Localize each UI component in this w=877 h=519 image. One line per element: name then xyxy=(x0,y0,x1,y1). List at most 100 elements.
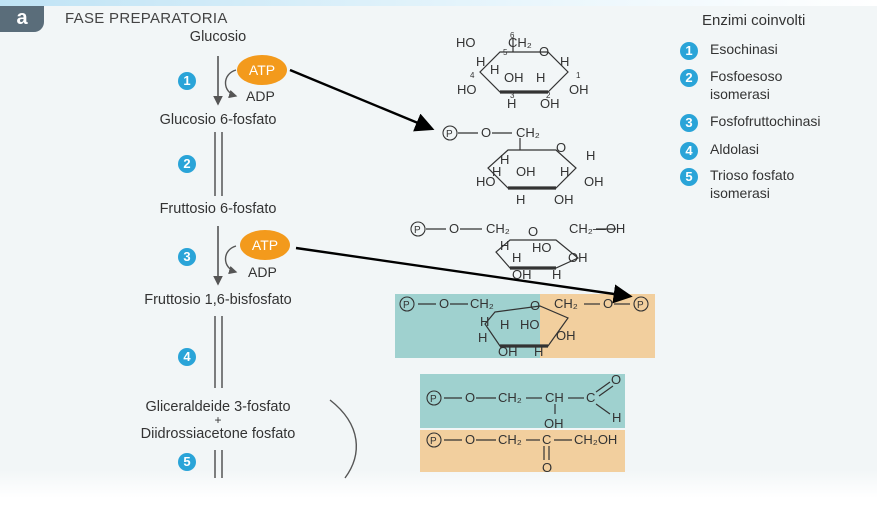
glc-h-c4: H xyxy=(490,62,499,77)
g3p-o: O xyxy=(465,390,475,405)
adp-label-2: ADP xyxy=(248,264,277,280)
g3p-p: P xyxy=(430,394,437,405)
step-5-badge: 5 xyxy=(178,453,196,471)
compound-glucose: Glucosio xyxy=(189,29,247,45)
f6p-h-bottom: H xyxy=(552,267,561,282)
bottom-fade xyxy=(0,470,877,498)
glc-c5-num: 5 xyxy=(503,48,508,57)
enzyme-4-badge: 4 xyxy=(680,142,698,160)
fbp-p-right: P xyxy=(637,300,644,311)
glc-ring-o: O xyxy=(539,44,549,59)
g6p-h-bottom: H xyxy=(516,192,525,207)
enzyme-1-badge: 1 xyxy=(680,42,698,60)
g3p-h-right: H xyxy=(612,410,621,425)
dhap-ch2: CH₂ xyxy=(498,432,522,447)
g6p-h-right: H xyxy=(586,148,595,163)
dhap-ch2oh: CH₂OH xyxy=(574,432,617,447)
glc-ch2: CH₂ xyxy=(508,35,532,50)
enzyme-3-name: Fosfofruttochinasi xyxy=(710,113,821,129)
glucose-structure xyxy=(479,38,569,94)
glc-c6-num: 6 xyxy=(510,31,515,40)
glc-oh-c3: OH xyxy=(504,70,524,85)
g3p-ch: CH xyxy=(545,390,564,405)
f6p-ho-mid: HO xyxy=(532,240,552,255)
f6p-structure xyxy=(426,228,616,270)
step1-cofactor-curve xyxy=(224,69,238,99)
glc-c2-num: 2 xyxy=(546,91,551,100)
g3p-o-top: O xyxy=(611,372,621,387)
compound-f16bp: Fruttosio 1,6-bisfosfato xyxy=(144,292,292,308)
dhap-tan-box xyxy=(420,430,625,472)
fbp-ring-o: O xyxy=(530,298,540,313)
enzyme-2-name-line2: isomerasi xyxy=(710,86,770,102)
g3p-ch2: CH₂ xyxy=(498,390,522,405)
phosphate-transfer-arrow-2 xyxy=(295,246,633,304)
compound-f6p: Fruttosio 6-fosfato xyxy=(159,201,277,217)
fbp-ch2-right: CH₂ xyxy=(554,296,578,311)
phosphate-transfer-arrow-1 xyxy=(289,68,435,132)
fbp-oh-bottom: OH xyxy=(498,344,518,359)
f16bp-structure xyxy=(418,303,630,348)
glc-h-left: H xyxy=(476,54,485,69)
fbp-h-bottom: H xyxy=(534,344,543,359)
enzyme-5-name-line1: Trioso fosfato xyxy=(710,167,795,183)
enzyme-5-badge: 5 xyxy=(680,168,698,186)
fbp-h-left: H xyxy=(478,330,487,345)
step-2-badge: 2 xyxy=(178,155,196,173)
g6p-ch2: CH₂ xyxy=(516,125,540,140)
step-4-badge: 4 xyxy=(178,348,196,366)
fbp-o-left: O xyxy=(439,296,449,311)
panel-tag: a xyxy=(0,6,44,32)
top-accent-band xyxy=(0,0,877,8)
compound-dhap: Diidrossiacetone fosfato xyxy=(140,426,296,442)
enzyme-5-name-line2: isomerasi xyxy=(710,185,770,201)
f6p-oh-bottom: OH xyxy=(512,267,532,282)
fbp-ho-c3: HO xyxy=(520,317,540,332)
g6p-h-c4: H xyxy=(492,164,501,179)
f6p-h-mid: H xyxy=(512,250,521,265)
enzyme-2-name-line1: Fosfoesoso xyxy=(710,68,783,84)
g6p-p: P xyxy=(446,129,453,140)
g6p-oh-right: OH xyxy=(584,174,604,189)
step3-cofactor-curve xyxy=(224,245,238,275)
glc-ho-top: HO xyxy=(456,35,476,50)
g3p-teal-box xyxy=(420,374,625,428)
fbp-ch2-left: CH₂ xyxy=(470,296,494,311)
glc-oh-c1: OH xyxy=(569,82,589,97)
step-1-badge: 1 xyxy=(178,72,196,90)
g6p-h-left: H xyxy=(500,152,509,167)
fbp-tan-box xyxy=(540,294,655,358)
dhap-o: O xyxy=(465,432,475,447)
enzyme-4-name: Aldolasi xyxy=(710,141,760,157)
fbp-h-c5: H xyxy=(480,314,489,329)
glc-h-c2: H xyxy=(536,70,545,85)
g6p-o: O xyxy=(481,125,491,140)
f6p-ch2oh: CH₂—OH xyxy=(569,221,625,236)
g6p-h-mid: H xyxy=(560,164,569,179)
enzymes-heading: Enzimi coinvolti xyxy=(702,12,806,29)
f6p-p: P xyxy=(414,225,421,236)
g6p-oh-mid: OH xyxy=(516,164,536,179)
glc-h-right: H xyxy=(560,54,569,69)
compound-g3p: Gliceraldeide 3-fosfato xyxy=(145,399,291,415)
compound-g6p: Glucosio 6-fosfato xyxy=(159,112,277,128)
glc-c3-num: 3 xyxy=(510,91,515,100)
dhap-o-bottom: O xyxy=(542,460,552,475)
fbp-oh-right: OH xyxy=(556,328,576,343)
fbp-o-right: O xyxy=(603,296,613,311)
f6p-oh-right: OH xyxy=(568,250,588,265)
g3p-structure xyxy=(444,381,614,415)
fbp-h-c4: H xyxy=(500,317,509,332)
step-3-badge: 3 xyxy=(178,248,196,266)
g6p-ho-left: HO xyxy=(476,174,496,189)
f6p-o: O xyxy=(449,221,459,236)
f6p-h-left: H xyxy=(500,238,509,253)
fbp-p-left: P xyxy=(403,300,410,311)
enzyme-1-name: Esochinasi xyxy=(710,41,778,57)
atp-badge-1: ATP xyxy=(237,55,287,85)
glc-c1-num: 1 xyxy=(576,71,581,80)
g6p-ring-o: O xyxy=(556,140,566,155)
g3p-oh: OH xyxy=(544,416,564,431)
atp-badge-2: ATP xyxy=(240,230,290,260)
